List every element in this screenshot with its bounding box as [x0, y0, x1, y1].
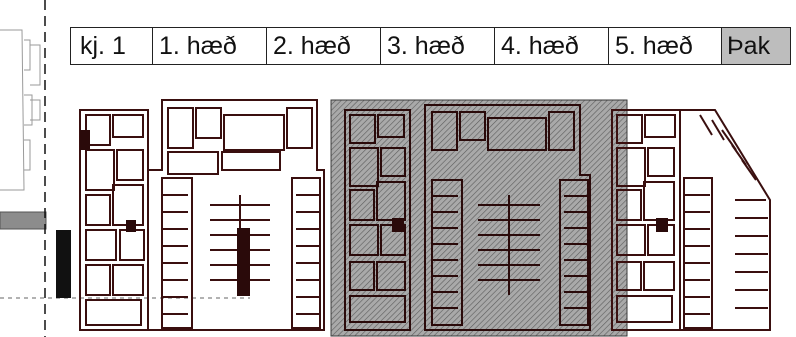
tab-floor-3[interactable]: 3. hæð	[381, 28, 495, 64]
neighbor-wall	[0, 211, 47, 230]
core-block	[392, 218, 404, 232]
parking-left	[161, 177, 321, 329]
building-middle	[344, 104, 591, 331]
building-left	[79, 99, 325, 331]
core-block	[126, 220, 136, 232]
tab-floor-5[interactable]: 5. hæð	[609, 28, 722, 64]
core-block	[656, 218, 668, 232]
floor-selector: kj. 1 1. hæð 2. hæð 3. hæð 4. hæð 5. hæð…	[70, 27, 791, 65]
entrance-wall	[56, 230, 71, 298]
tab-floor-1[interactable]: 1. hæð	[153, 28, 267, 64]
tab-basement-1[interactable]: kj. 1	[71, 28, 153, 64]
tab-floor-2[interactable]: 2. hæð	[267, 28, 381, 64]
core-block	[237, 228, 250, 296]
tab-floor-4[interactable]: 4. hæð	[495, 28, 609, 64]
tab-roof[interactable]: Þak	[722, 28, 790, 64]
building-right	[611, 109, 771, 331]
core-block	[80, 130, 90, 150]
neighbor-building	[0, 29, 41, 191]
